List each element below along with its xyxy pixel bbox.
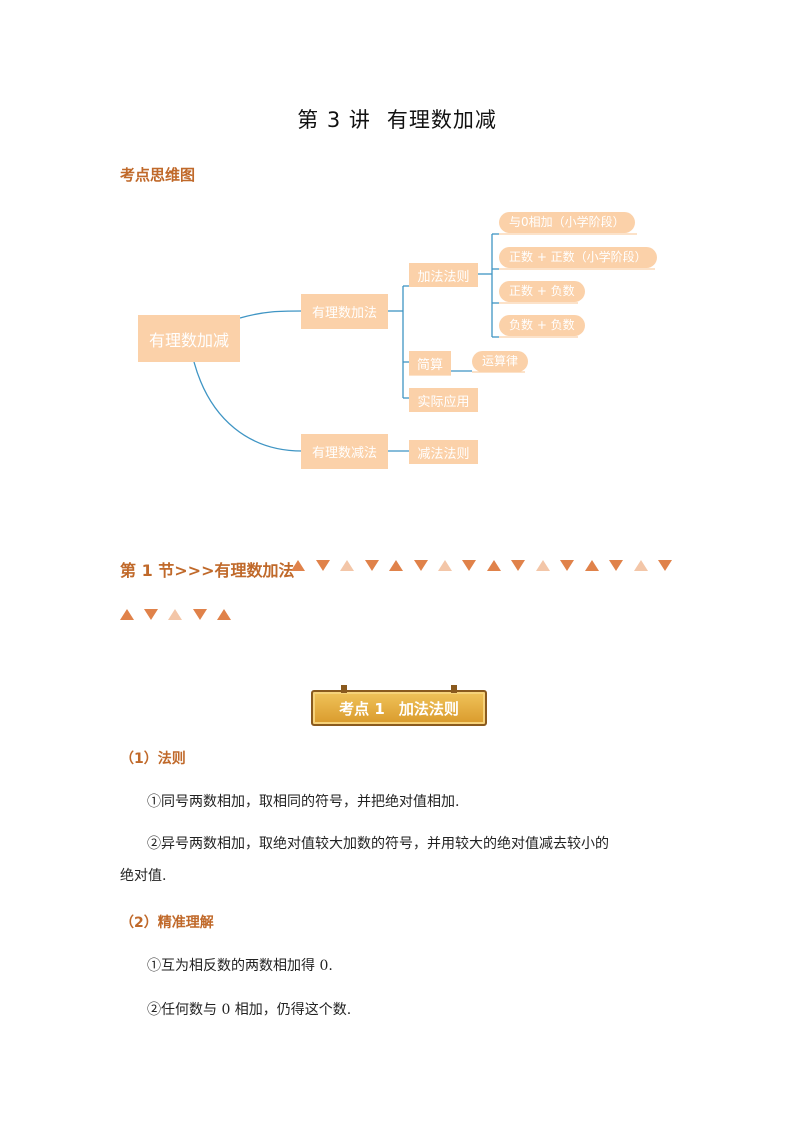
kaodian-badge: 考点 1 加法法则 [311,685,487,726]
mindmap-node-subtraction: 有理数减法 [301,434,388,469]
paragraph-opposites: ①互为相反数的两数相加得 0. [147,958,333,974]
mind-map-connectors [193,233,655,464]
subheading-understanding: （2）精准理解 [120,915,214,931]
mindmap-leaf-add-zero: 与0相加（小学阶段） [499,212,635,233]
triangle-down-icon [414,560,428,571]
triangle-down-icon [144,609,158,620]
triangle-down-icon [658,560,672,571]
triangle-up-icon [585,560,599,571]
kaodian-label: 考点 1 [339,699,385,718]
triangle-down-icon [560,560,574,571]
triangle-up-icon [536,560,550,571]
lecture-topic: 有理数加减 [386,108,497,132]
paragraph-different-sign-cont: 绝对值. [120,868,167,884]
mindmap-leaf-pos-neg: 正数 + 负数 [499,281,585,302]
nail-icon [451,685,457,693]
mind-map: 有理数加减 有理数加法 有理数减法 加法法则 简算 实际应用 减法法则 与0相加… [0,0,794,520]
triangle-up-icon [217,609,231,620]
mindmap-node-addition: 有理数加法 [301,294,388,329]
mindmap-heading: 考点思维图 [120,166,196,184]
triangle-down-icon [316,560,330,571]
triangle-up-icon [438,560,452,571]
triangle-up-icon [168,609,182,620]
triangle-down-icon [609,560,623,571]
triangle-down-icon [511,560,525,571]
page-title: 第 3 讲有理数加减 [0,104,794,134]
mindmap-leaf-laws: 运算律 [472,351,529,372]
paragraph-different-sign: ②异号两数相加，取绝对值较大加数的符号，并用较大的绝对值减去较小的 [147,836,609,852]
section-heading: 第 1 节>>>有理数加法 [120,561,295,580]
subheading-rule: （1）法则 [120,751,186,767]
triangle-up-icon [389,560,403,571]
triangle-down-icon [462,560,476,571]
paragraph-same-sign: ①同号两数相加，取相同的符号，并把绝对值相加. [147,794,460,810]
mindmap-node-application: 实际应用 [409,388,478,412]
triangle-up-icon [120,609,134,620]
paragraph-add-zero: ②任何数与 0 相加，仍得这个数. [147,1002,352,1018]
kaodian-name: 加法法则 [398,699,459,718]
lecture-number: 第 3 讲 [297,108,371,132]
triangle-up-icon [487,560,501,571]
mindmap-node-simplify: 简算 [409,351,451,375]
triangle-up-icon [291,560,305,571]
mindmap-leaf-pos-pos: 正数 + 正数（小学阶段） [499,247,657,268]
mindmap-leaf-neg-neg: 负数 + 负数 [499,315,585,336]
mindmap-root: 有理数加减 [138,315,240,362]
triangle-up-icon [634,560,648,571]
mindmap-node-addition-rule: 加法法则 [409,263,478,287]
nail-icon [341,685,347,693]
triangle-down-icon [193,609,207,620]
triangle-down-icon [365,560,379,571]
triangle-up-icon [340,560,354,571]
mindmap-node-subtraction-rule: 减法法则 [409,440,478,464]
